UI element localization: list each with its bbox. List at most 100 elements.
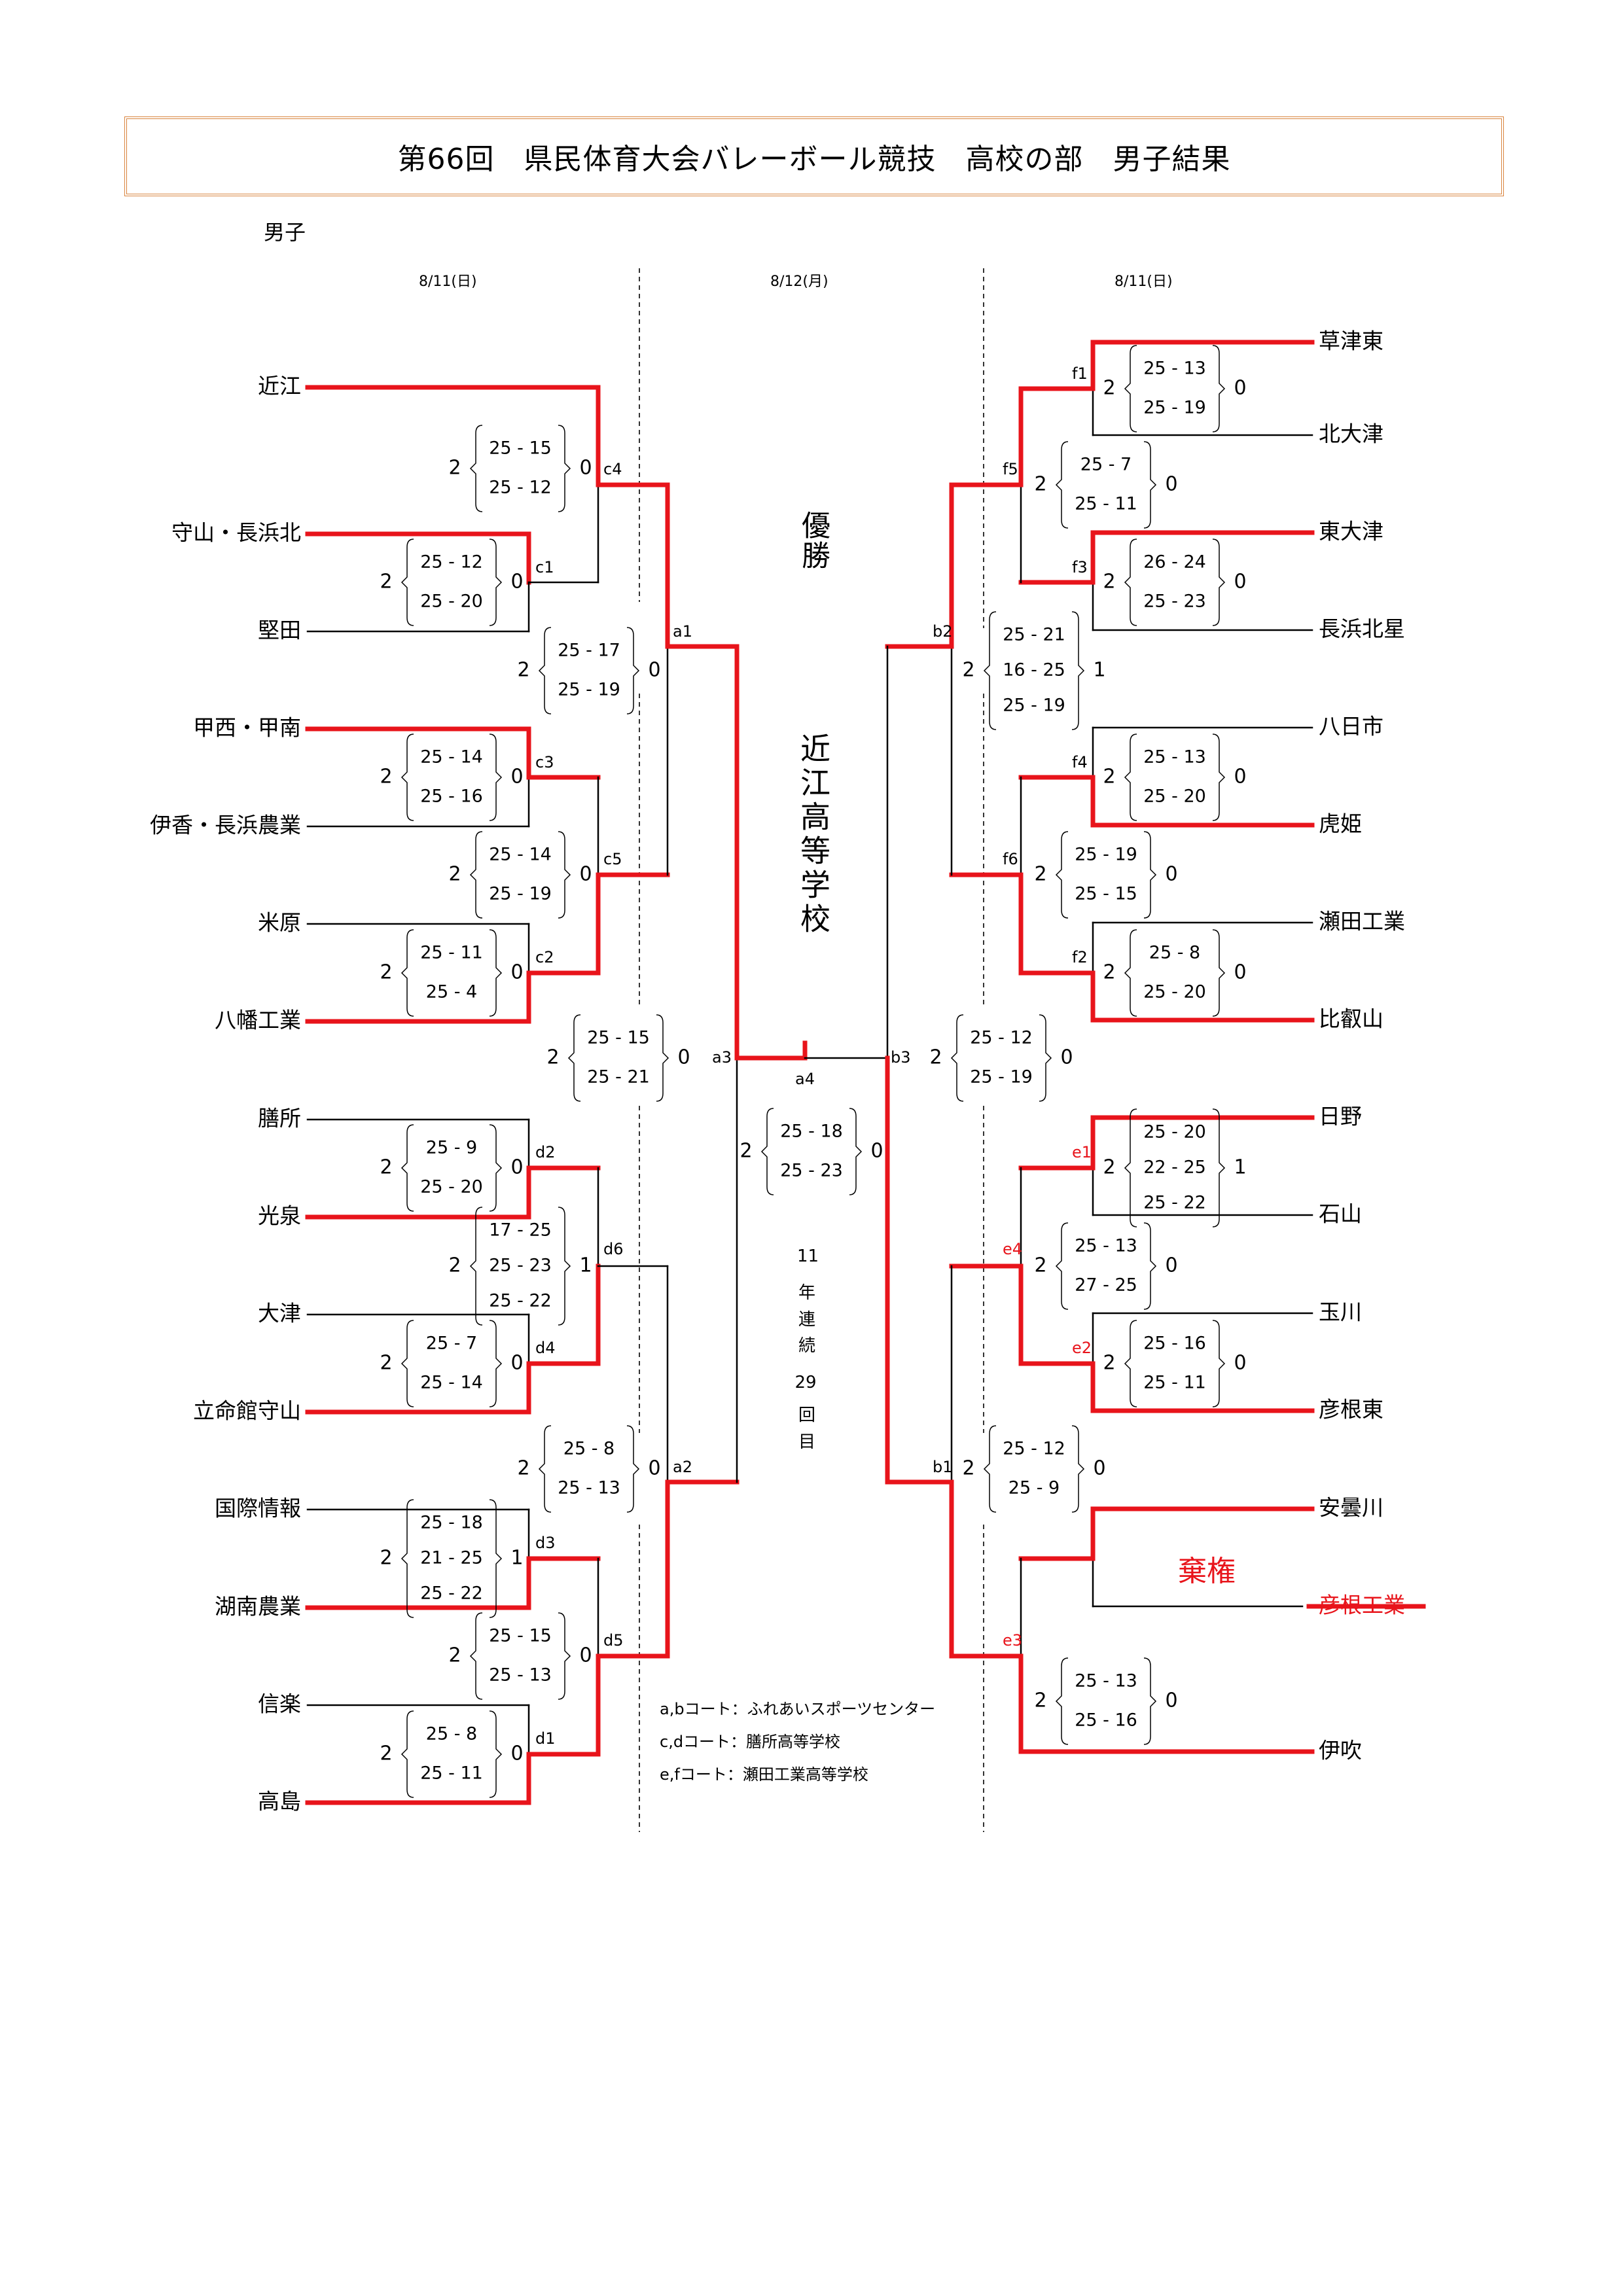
set-score: 25 - 19 bbox=[1003, 696, 1065, 716]
sets-won: 2 bbox=[1103, 377, 1115, 400]
set-score: 25 - 15 bbox=[1075, 884, 1137, 904]
sets-won: 2 bbox=[1103, 571, 1115, 593]
set-score: 25 - 14 bbox=[420, 747, 483, 768]
sets-won: 2 bbox=[448, 457, 461, 480]
left-brace bbox=[1055, 1222, 1069, 1310]
team-name-left: 国際情報 bbox=[215, 1496, 301, 1521]
set-score: 25 - 11 bbox=[1143, 1373, 1206, 1393]
left-brace bbox=[401, 733, 414, 821]
set-score: 27 - 25 bbox=[1075, 1275, 1137, 1296]
right-brace bbox=[558, 1207, 571, 1326]
set-score: 25 - 11 bbox=[420, 943, 483, 963]
set-score: 25 - 13 bbox=[1143, 359, 1206, 379]
sets-lost: 1 bbox=[579, 1254, 592, 1277]
set-score: 25 - 22 bbox=[489, 1291, 552, 1311]
sets-won: 2 bbox=[517, 659, 529, 682]
sets-lost: 0 bbox=[510, 1156, 523, 1179]
team-name-right: 北大津 bbox=[1319, 421, 1383, 447]
match-code: b2 bbox=[933, 622, 953, 641]
set-score: 25 - 21 bbox=[1003, 625, 1065, 645]
title-box: 第66回 県民体育大会バレーボール競技 高校の部 男子結果 bbox=[124, 116, 1504, 196]
sets-lost: 1 bbox=[510, 1547, 523, 1570]
left-brace bbox=[401, 539, 414, 626]
match-code: a3 bbox=[712, 1048, 732, 1067]
sets-won: 2 bbox=[740, 1140, 752, 1163]
match-code: f3 bbox=[1072, 558, 1088, 576]
streak-part: 回 bbox=[798, 1405, 815, 1426]
set-score: 25 - 19 bbox=[1075, 845, 1137, 865]
set-score: 22 - 25 bbox=[1143, 1157, 1206, 1178]
team-name-right: 東大津 bbox=[1319, 519, 1383, 544]
team-name-left: 光泉 bbox=[258, 1203, 301, 1229]
right-brace bbox=[849, 1108, 863, 1195]
sets-won: 2 bbox=[1034, 1689, 1046, 1712]
set-score: 25 - 14 bbox=[489, 845, 552, 865]
set-score: 25 - 12 bbox=[420, 552, 483, 573]
streak-part: 年 bbox=[798, 1283, 815, 1303]
set-score: 25 - 16 bbox=[420, 786, 483, 807]
set-score: 25 - 7 bbox=[426, 1333, 477, 1354]
champion-label: 優勝 bbox=[796, 510, 830, 571]
match-code: c4 bbox=[603, 460, 622, 478]
left-brace bbox=[983, 611, 997, 730]
right-brace bbox=[1212, 1320, 1226, 1407]
team-name-left: 立命館守山 bbox=[193, 1398, 301, 1424]
set-score: 25 - 21 bbox=[587, 1067, 650, 1087]
team-name-right: 安曇川 bbox=[1319, 1495, 1383, 1521]
set-score: 25 - 8 bbox=[426, 1724, 477, 1744]
right-brace bbox=[1143, 1222, 1157, 1310]
match-code: f5 bbox=[1003, 460, 1018, 478]
team-name-right: 玉川 bbox=[1319, 1299, 1362, 1325]
sets-won: 2 bbox=[1034, 863, 1046, 886]
team-name-right: 伊吹 bbox=[1319, 1738, 1362, 1763]
set-score: 25 - 12 bbox=[970, 1028, 1033, 1048]
sets-lost: 0 bbox=[510, 571, 523, 593]
right-brace bbox=[489, 1124, 503, 1212]
team-name-right: 長浜北星 bbox=[1319, 616, 1405, 642]
sets-won: 2 bbox=[962, 1457, 974, 1480]
sets-lost: 0 bbox=[1165, 1689, 1177, 1712]
right-brace bbox=[1143, 441, 1157, 529]
streak-part: 29 bbox=[794, 1373, 817, 1393]
match-code: a4 bbox=[795, 1070, 815, 1088]
team-name-left: 堅田 bbox=[258, 618, 301, 643]
sets-won: 2 bbox=[1103, 961, 1115, 984]
sets-lost: 0 bbox=[510, 1742, 523, 1765]
right-brace bbox=[1143, 831, 1157, 919]
right-brace bbox=[626, 1425, 640, 1513]
left-brace bbox=[1124, 733, 1137, 821]
team-name-right: 草津東 bbox=[1319, 328, 1383, 354]
set-score: 25 - 12 bbox=[1003, 1439, 1065, 1459]
right-brace bbox=[558, 425, 571, 512]
sets-lost: 0 bbox=[1234, 766, 1246, 788]
forfeit-label: 棄権 bbox=[1178, 1555, 1236, 1588]
left-brace bbox=[760, 1108, 774, 1195]
sets-lost: 0 bbox=[1234, 377, 1246, 400]
match-code: c3 bbox=[535, 753, 554, 771]
set-score: 16 - 25 bbox=[1003, 660, 1065, 680]
match-code: d3 bbox=[535, 1534, 556, 1552]
match-code: f4 bbox=[1072, 753, 1088, 771]
left-brace bbox=[401, 1320, 414, 1407]
left-brace bbox=[567, 1014, 581, 1102]
set-score: 25 - 9 bbox=[1008, 1478, 1060, 1498]
streak-part: 11 bbox=[797, 1246, 819, 1266]
sets-lost: 0 bbox=[1234, 961, 1246, 984]
set-score: 25 - 11 bbox=[1075, 494, 1137, 514]
sets-lost: 0 bbox=[579, 1644, 592, 1667]
right-brace bbox=[1212, 345, 1226, 433]
streak-part: 続 bbox=[798, 1335, 815, 1356]
right-brace bbox=[656, 1014, 669, 1102]
left-brace bbox=[1055, 1657, 1069, 1745]
set-score: 25 - 23 bbox=[780, 1161, 843, 1181]
page-title: 第66回 県民体育大会バレーボール競技 高校の部 男子結果 bbox=[397, 143, 1231, 176]
left-brace bbox=[401, 929, 414, 1017]
left-brace bbox=[401, 1499, 414, 1618]
venue-ab: a,bコート：ふれあいスポーツセンター bbox=[660, 1700, 936, 1718]
set-score: 25 - 16 bbox=[1075, 1710, 1137, 1731]
team-name-right: 八日市 bbox=[1319, 714, 1383, 739]
sets-lost: 0 bbox=[579, 457, 592, 480]
set-score: 25 - 16 bbox=[1143, 1333, 1206, 1354]
sets-won: 2 bbox=[380, 1156, 392, 1179]
sets-won: 2 bbox=[962, 659, 974, 682]
